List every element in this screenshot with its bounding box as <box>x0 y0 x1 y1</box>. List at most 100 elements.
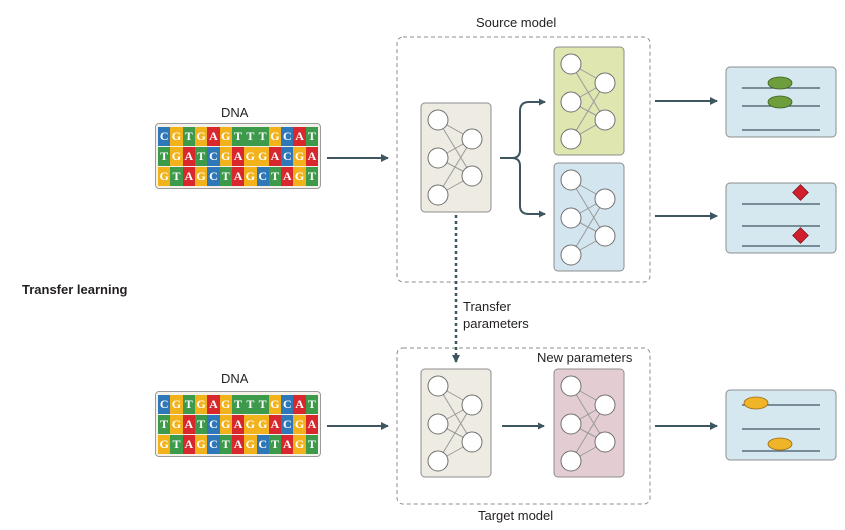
network-node <box>427 413 449 435</box>
green-peak-2 <box>767 95 793 109</box>
new-parameters-label: New parameters <box>537 350 633 365</box>
green-peak-1 <box>767 76 793 90</box>
network-node <box>461 394 483 416</box>
network-node <box>427 450 449 472</box>
new-parameters-network <box>560 375 616 472</box>
dna-base: G <box>244 435 257 454</box>
dna-base: G <box>293 435 306 454</box>
network-node <box>427 375 449 397</box>
network-edge <box>570 198 606 256</box>
dna-base: G <box>194 395 208 414</box>
dna-base: G <box>256 415 269 434</box>
dna-base: A <box>281 435 294 454</box>
dna-base: T <box>158 147 171 166</box>
network-node <box>427 109 449 131</box>
dna-base: G <box>268 127 282 146</box>
dna-base: G <box>158 167 171 186</box>
dna-base: T <box>305 167 319 186</box>
dna-base: T <box>158 415 171 434</box>
dna-base: T <box>268 167 282 186</box>
network-node <box>560 91 582 113</box>
network-node <box>594 188 616 210</box>
network-node <box>560 375 582 397</box>
dna-base: T <box>305 395 319 414</box>
dna-base: A <box>231 167 245 186</box>
network-edge <box>570 82 606 140</box>
dna-base: T <box>305 127 319 146</box>
dna-base: C <box>281 415 294 434</box>
branch-arrow-upper <box>500 98 546 159</box>
dna-base: T <box>194 147 208 166</box>
dna-base: C <box>158 395 171 414</box>
network-node <box>461 165 483 187</box>
dna-base: T <box>244 395 257 414</box>
dna-base: G <box>158 435 171 454</box>
dna-base: T <box>182 395 195 414</box>
network-node <box>560 169 582 191</box>
dna-base: T <box>194 415 208 434</box>
task2-network <box>560 169 616 266</box>
dna-base: T <box>231 127 245 146</box>
network-node <box>560 128 582 150</box>
dna-base: G <box>194 167 208 186</box>
network-node <box>427 147 449 169</box>
dna-base: A <box>293 395 306 414</box>
dna-base: C <box>281 395 294 414</box>
source-model-box <box>396 36 651 283</box>
transfer-parameters-label-line1: Transfer <box>463 299 511 314</box>
yellow-peak-1 <box>743 396 769 410</box>
network-node <box>594 225 616 247</box>
dna-base: T <box>219 435 232 454</box>
network-edge <box>437 404 473 462</box>
network-node <box>594 109 616 131</box>
target-model-box <box>396 347 651 505</box>
network-node <box>461 128 483 150</box>
dna-base: A <box>268 147 282 166</box>
network-node <box>560 207 582 229</box>
dna-base: G <box>219 415 232 434</box>
dna-base: A <box>207 395 220 414</box>
flow-arrows <box>327 97 718 430</box>
network-edge <box>437 138 473 196</box>
dna-base: T <box>170 435 183 454</box>
dna-base: A <box>182 147 195 166</box>
dna-base: G <box>244 415 257 434</box>
transfer-parameters-label-line2: parameters <box>463 316 529 331</box>
yellow-peak-2 <box>767 437 793 451</box>
dna-base: G <box>293 167 306 186</box>
dna-base: C <box>281 127 294 146</box>
dna-base: C <box>256 435 269 454</box>
dna-base: G <box>194 435 208 454</box>
network-edge <box>570 404 606 462</box>
dna-base: A <box>268 415 282 434</box>
network-node <box>560 413 582 435</box>
network-node <box>560 450 582 472</box>
dna-base: G <box>244 147 257 166</box>
dna-base: T <box>231 395 245 414</box>
dna-base: A <box>207 127 220 146</box>
dna-base: T <box>305 435 319 454</box>
dna-base: C <box>207 167 220 186</box>
dna-base: G <box>170 127 183 146</box>
dna-base: A <box>231 435 245 454</box>
dna-base: A <box>182 415 195 434</box>
output-panel-task2 <box>725 182 837 254</box>
dna-base: T <box>268 435 282 454</box>
dna-base: C <box>207 435 220 454</box>
dna-base: A <box>305 415 319 434</box>
dna-base: T <box>219 167 232 186</box>
dna-base: T <box>170 167 183 186</box>
dna-base: A <box>182 435 195 454</box>
source-model-label: Source model <box>476 15 557 30</box>
dna-base: C <box>207 147 220 166</box>
network-node <box>594 431 616 453</box>
dna-base: G <box>268 395 282 414</box>
red-diamond-2 <box>792 227 809 244</box>
network-node <box>594 394 616 416</box>
network-node <box>560 53 582 75</box>
